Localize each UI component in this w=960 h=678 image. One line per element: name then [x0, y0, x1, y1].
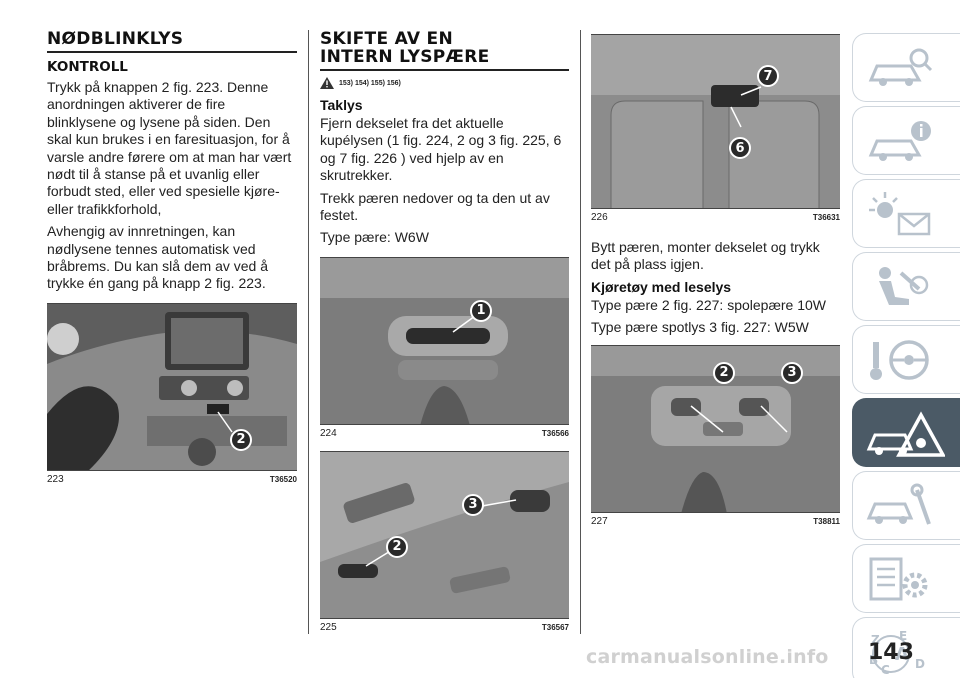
figure-225-cabin-lights: 3 2	[320, 450, 569, 619]
tab-car-info[interactable]	[852, 106, 960, 175]
body-paragraph: Type pære spotlys 3 fig. 227: W5W	[591, 319, 809, 336]
body-paragraph: Bytt pæren, monter dekselet og trykk det…	[591, 239, 820, 273]
tab-maintenance[interactable]	[852, 471, 960, 540]
ceiling-light-illustration	[320, 257, 569, 424]
figure-code: T36520	[269, 474, 297, 484]
figure-callout: 2	[230, 428, 252, 451]
column-emergency-lights: NØDBLINKLYS KONTROLL Trykk på knappen 2 …	[47, 30, 297, 485]
airbag-seat-icon	[879, 267, 929, 305]
tab-emergency[interactable]	[852, 398, 960, 467]
figure-code: T36567	[541, 622, 569, 632]
figure-caption: 224 T36566	[320, 428, 569, 439]
figure-callout: 1	[470, 299, 492, 322]
tab-car-search[interactable]	[852, 33, 960, 102]
warning-lights-icon	[869, 192, 931, 236]
svg-text:A: A	[895, 644, 909, 665]
figure-224-ceiling-light: 1	[320, 256, 569, 425]
car-info-icon	[868, 121, 931, 161]
figure-number: 227	[591, 515, 608, 527]
figure-callout: 6	[729, 137, 751, 159]
figure-code: T38811	[813, 516, 840, 526]
tab-airbag-seat[interactable]	[852, 252, 960, 321]
column-interior-bulb-continued: 7 6 226 T36631 Bytt pæren, monter deksel…	[591, 30, 840, 527]
key-steering-icon	[870, 340, 929, 380]
page-number: 143	[868, 640, 914, 665]
figure-callout: 7	[757, 65, 779, 87]
figure-number: 224	[320, 427, 337, 439]
figure-number: 223	[47, 473, 64, 485]
watermark: carmanualsonline.info	[586, 646, 829, 668]
section-subtitle: KONTROLL	[47, 59, 128, 75]
body-paragraph: Type pære: W6W	[320, 229, 429, 246]
section-title: NØDBLINKLYS	[47, 30, 297, 53]
body-paragraph: Avhengig av innretningen, kan nødlysene …	[47, 223, 268, 292]
body-paragraph: Trykk på knappen 2 fig. 223. Denne anord…	[47, 79, 292, 217]
note-references: 153) 154) 155) 156)	[339, 79, 401, 87]
car-warning-triangle-icon	[866, 411, 945, 457]
specs-gear-icon	[869, 557, 928, 601]
car-search-icon	[868, 48, 933, 86]
figure-caption: 225 T36567	[320, 622, 569, 633]
warning-notes: 153) 154) 155) 156)	[320, 77, 569, 89]
figure-caption: 223 T36520	[47, 474, 297, 485]
tab-warning-lights[interactable]	[852, 179, 960, 248]
figure-223-dashboard: 2	[47, 302, 297, 471]
svg-text:Z: Z	[871, 633, 880, 647]
column-divider	[308, 30, 309, 634]
tab-key-steering[interactable]	[852, 325, 960, 394]
body-paragraph: Trekk pæren nedover og ta den ut av fest…	[320, 189, 550, 224]
rear-light-illustration	[591, 35, 840, 208]
svg-text:C: C	[881, 663, 890, 676]
column-divider	[580, 30, 581, 634]
svg-text:D: D	[915, 657, 925, 671]
figure-caption: 226 T36631	[591, 212, 840, 223]
figure-callout: 3	[462, 493, 484, 516]
figure-callout: 3	[781, 361, 803, 384]
figure-caption: 227 T38811	[591, 516, 840, 527]
warning-triangle-icon	[320, 77, 334, 89]
svg-text:E: E	[899, 629, 907, 643]
figure-number: 225	[320, 621, 337, 633]
figure-callout: 2	[713, 361, 735, 384]
figure-226-rear-light: 7 6	[591, 34, 840, 209]
figure-code: T36631	[812, 213, 840, 222]
figure-227-reading-lights: 2 3	[591, 344, 840, 513]
subheading: Taklys	[320, 97, 363, 113]
dashboard-illustration	[47, 303, 297, 470]
figure-callout: 2	[386, 535, 408, 558]
car-wrench-icon	[866, 483, 931, 525]
cabin-lights-illustration	[320, 451, 569, 618]
tab-specifications[interactable]	[852, 544, 960, 613]
figure-number: 226	[591, 212, 608, 223]
body-paragraph: Fjern dekselet fra det aktuelle kupélyse…	[320, 115, 562, 184]
body-paragraph: Type pære 2 fig. 227: spolepære 10W	[591, 296, 827, 313]
figure-code: T36566	[541, 428, 569, 438]
subheading: Kjøretøy med leselys	[591, 278, 732, 295]
